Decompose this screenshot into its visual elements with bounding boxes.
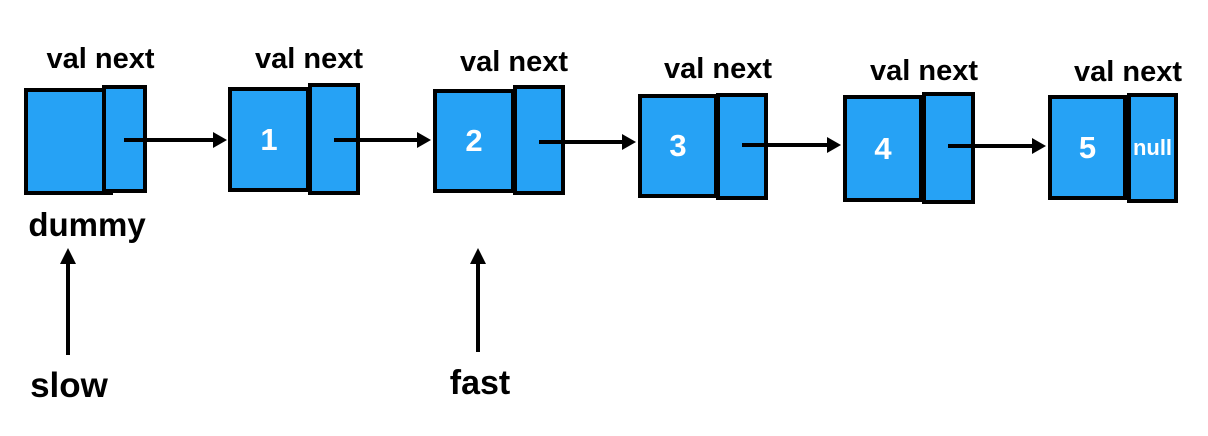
node-header-label: val next — [460, 46, 568, 78]
node-header-label: val next — [255, 43, 363, 75]
next-pointer-arrow — [539, 134, 636, 150]
next-pointer-arrow — [948, 138, 1046, 154]
fast-pointer-arrow — [470, 248, 486, 352]
val-cell — [24, 88, 113, 195]
next-text: null — [1132, 135, 1173, 160]
node-header-label: val next — [46, 43, 155, 75]
val-cell: 3 — [638, 94, 718, 198]
next-cell: null — [1127, 93, 1178, 203]
node-header-label: val next — [1074, 56, 1182, 88]
val-text: 1 — [260, 121, 278, 157]
dummy-label: dummy — [28, 206, 146, 243]
fast-label: fast — [449, 364, 511, 402]
next-pointer-arrow — [334, 132, 431, 148]
slow-pointer-arrow — [60, 248, 76, 355]
val-cell: 2 — [433, 89, 515, 193]
next-cell — [922, 92, 975, 204]
val-text: 4 — [874, 130, 892, 166]
val-cell: 1 — [228, 87, 310, 192]
val-text: 5 — [1078, 129, 1097, 165]
val-cell: 5 — [1048, 95, 1127, 200]
val-text: 2 — [465, 123, 483, 158]
slow-label: slow — [30, 366, 108, 405]
next-pointer-arrow — [742, 137, 841, 153]
node-header-label: val next — [664, 53, 772, 85]
val-cell: 4 — [843, 95, 923, 202]
next-pointer-arrow — [124, 132, 227, 148]
val-text: 3 — [669, 128, 687, 163]
node-header-label: val next — [870, 55, 978, 87]
